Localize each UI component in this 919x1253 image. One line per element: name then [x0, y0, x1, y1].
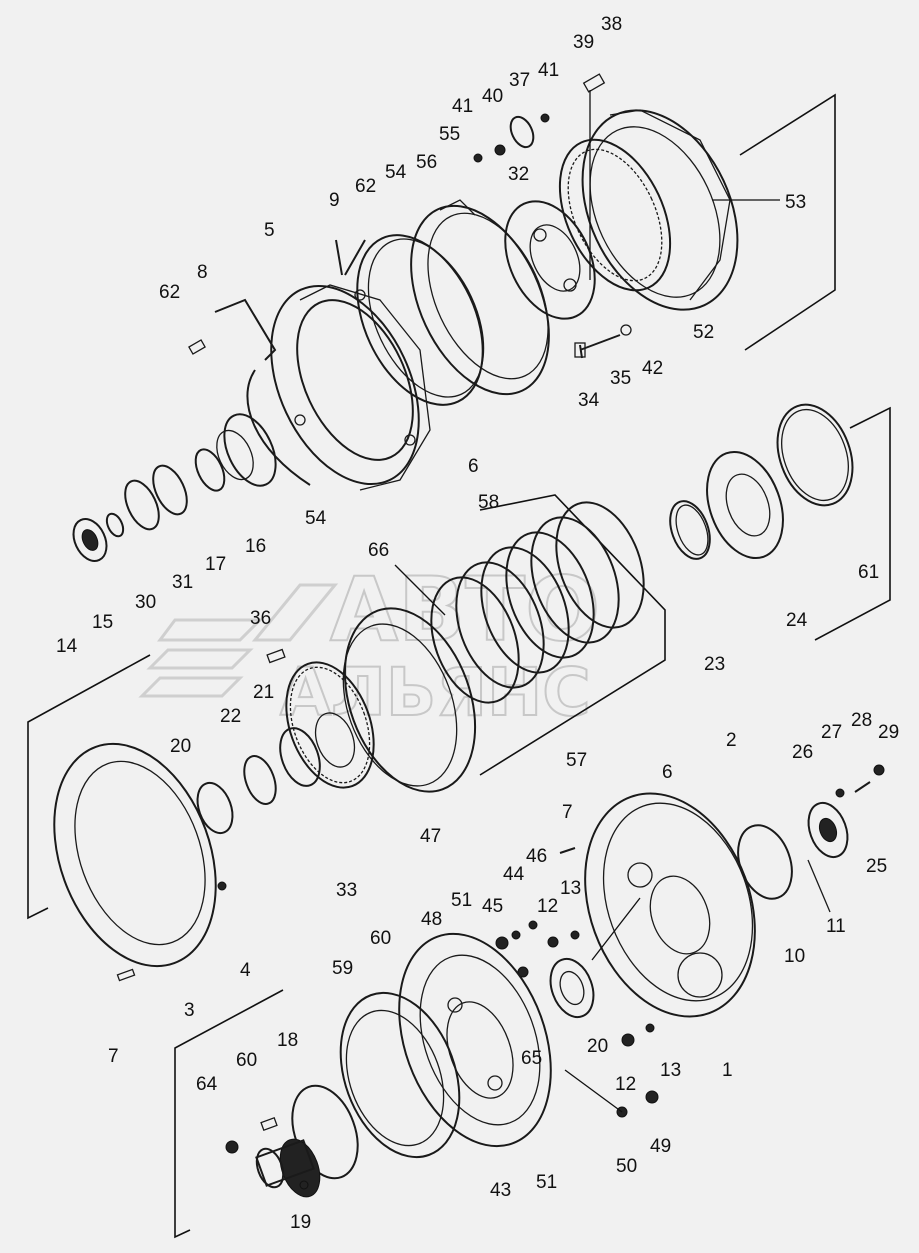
- lower-assembly: [174, 764, 885, 1239]
- callout-21: 21: [253, 682, 274, 703]
- watermark-line-2: АЛЬЯНС: [280, 654, 591, 731]
- callout-9: 9: [329, 190, 340, 211]
- callout-45: 45: [482, 896, 503, 917]
- callout-61: 61: [858, 562, 879, 583]
- callout-labels: 38 39 41 40 37 41 55 56 54 32 62 9 5 8 6…: [56, 14, 899, 1233]
- callout-47: 47: [420, 826, 441, 847]
- callout-19: 19: [290, 1212, 311, 1233]
- callout-39: 39: [573, 32, 594, 53]
- callout-53: 53: [785, 192, 806, 213]
- callout-1: 1: [722, 1060, 733, 1081]
- callout-51: 51: [451, 890, 472, 911]
- callout-29: 29: [878, 722, 899, 743]
- callout-12: 12: [615, 1074, 636, 1095]
- callout-60: 60: [370, 928, 391, 949]
- callout-50: 50: [616, 1156, 637, 1177]
- callout-30: 30: [135, 592, 156, 613]
- callout-40: 40: [482, 86, 503, 107]
- callout-43: 43: [490, 1180, 511, 1201]
- callout-57: 57: [566, 750, 587, 771]
- callout-20: 20: [170, 736, 191, 757]
- callout-42: 42: [642, 358, 663, 379]
- disc-pack: [430, 501, 645, 704]
- callout-8: 8: [197, 262, 208, 283]
- callout-25: 25: [866, 856, 887, 877]
- callout-18: 18: [277, 1030, 298, 1051]
- callout-38: 38: [601, 14, 622, 35]
- callout-41: 41: [452, 96, 473, 117]
- callout-54: 54: [305, 508, 327, 529]
- callout-41: 41: [538, 60, 559, 81]
- callout-5: 5: [264, 220, 275, 241]
- callout-20: 20: [587, 1036, 608, 1057]
- callout-28: 28: [851, 710, 872, 731]
- callout-36: 36: [250, 608, 271, 629]
- callout-33: 33: [336, 880, 357, 901]
- callout-16: 16: [245, 536, 266, 557]
- callout-12: 12: [537, 896, 558, 917]
- callout-37: 37: [509, 70, 530, 91]
- callout-24: 24: [786, 610, 808, 631]
- callout-13: 13: [560, 878, 581, 899]
- callout-2: 2: [726, 730, 737, 751]
- watermark-logo-mark: [138, 583, 339, 698]
- callout-34: 34: [578, 390, 600, 411]
- callout-23: 23: [704, 654, 725, 675]
- callout-64: 64: [196, 1074, 218, 1095]
- callout-32: 32: [508, 164, 529, 185]
- middle-assembly: [27, 403, 891, 982]
- callout-65: 65: [521, 1048, 542, 1069]
- callout-6: 6: [468, 456, 479, 477]
- callout-35: 35: [610, 368, 631, 389]
- callout-4: 4: [240, 960, 251, 981]
- callout-56: 56: [416, 152, 437, 173]
- callout-27: 27: [821, 722, 842, 743]
- callout-7: 7: [108, 1046, 119, 1067]
- callout-15: 15: [92, 612, 113, 633]
- callout-62: 62: [355, 176, 376, 197]
- callout-17: 17: [205, 554, 226, 575]
- callout-14: 14: [56, 636, 78, 657]
- callout-51: 51: [536, 1172, 557, 1193]
- callout-60: 60: [236, 1050, 257, 1071]
- callout-58: 58: [478, 492, 499, 513]
- watermark: АВТО АЛЬЯНС: [138, 557, 601, 732]
- callout-31: 31: [172, 572, 193, 593]
- callout-59: 59: [332, 958, 353, 979]
- callout-44: 44: [503, 864, 525, 885]
- callout-52: 52: [693, 322, 714, 343]
- callout-22: 22: [220, 706, 241, 727]
- upper-assembly: [72, 73, 836, 562]
- callout-11: 11: [826, 916, 846, 937]
- callout-62: 62: [159, 282, 180, 303]
- callout-10: 10: [784, 946, 805, 967]
- callout-7: 7: [562, 802, 573, 823]
- callout-55: 55: [439, 124, 460, 145]
- callout-46: 46: [526, 846, 547, 867]
- callout-3: 3: [184, 1000, 195, 1021]
- callout-13: 13: [660, 1060, 681, 1081]
- callout-48: 48: [421, 909, 442, 930]
- callout-54: 54: [385, 162, 407, 183]
- callout-26: 26: [792, 742, 813, 763]
- callout-66: 66: [368, 540, 389, 561]
- callout-6: 6: [662, 762, 673, 783]
- callout-49: 49: [650, 1136, 671, 1157]
